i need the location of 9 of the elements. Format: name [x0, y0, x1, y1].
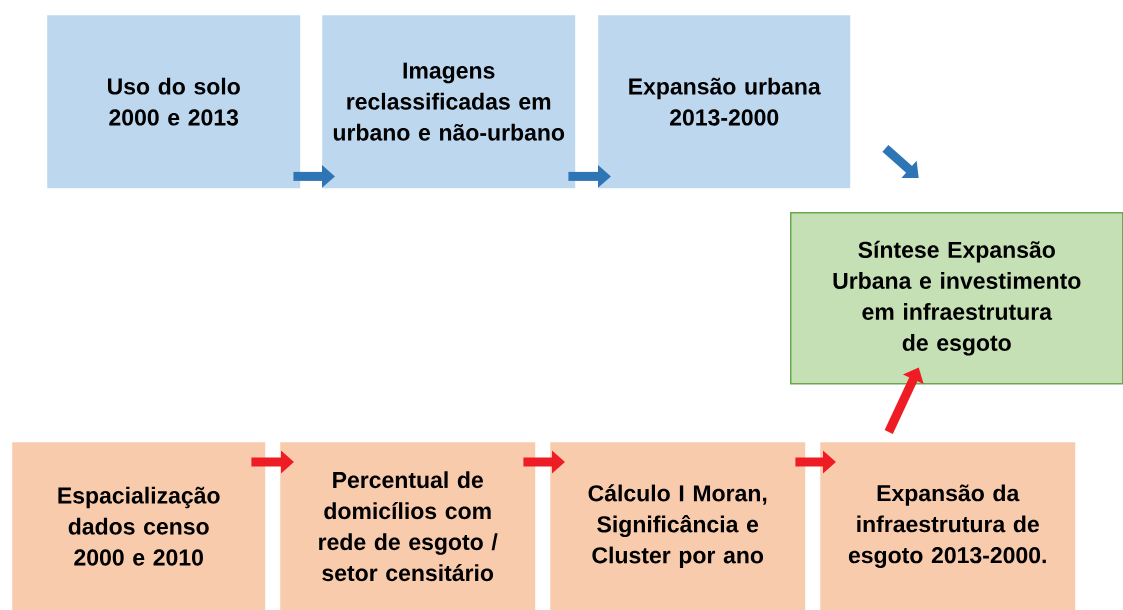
- process-box: Expansão urbana 2013-2000: [598, 15, 851, 189]
- process-box: Expansão da infraestrutura de esgoto 2013-2000.: [820, 442, 1076, 610]
- process-box: Cálculo I Moran, Significância e Cluster por ano: [550, 442, 806, 610]
- process-box: Percentual de domicílios com rede de esgoto / setor censitário: [280, 442, 536, 610]
- process-box: Uso do solo 2000 e 2013: [47, 15, 301, 189]
- process-box: Imagens reclassificadas em urbano e não-urbano: [322, 15, 576, 189]
- arrow: [882, 145, 919, 178]
- process-box: Espacialização dados censo 2000 e 2010: [12, 442, 266, 610]
- process-box: Síntese Expansão Urbana e investimento em infraestrutura de esgoto: [790, 212, 1123, 385]
